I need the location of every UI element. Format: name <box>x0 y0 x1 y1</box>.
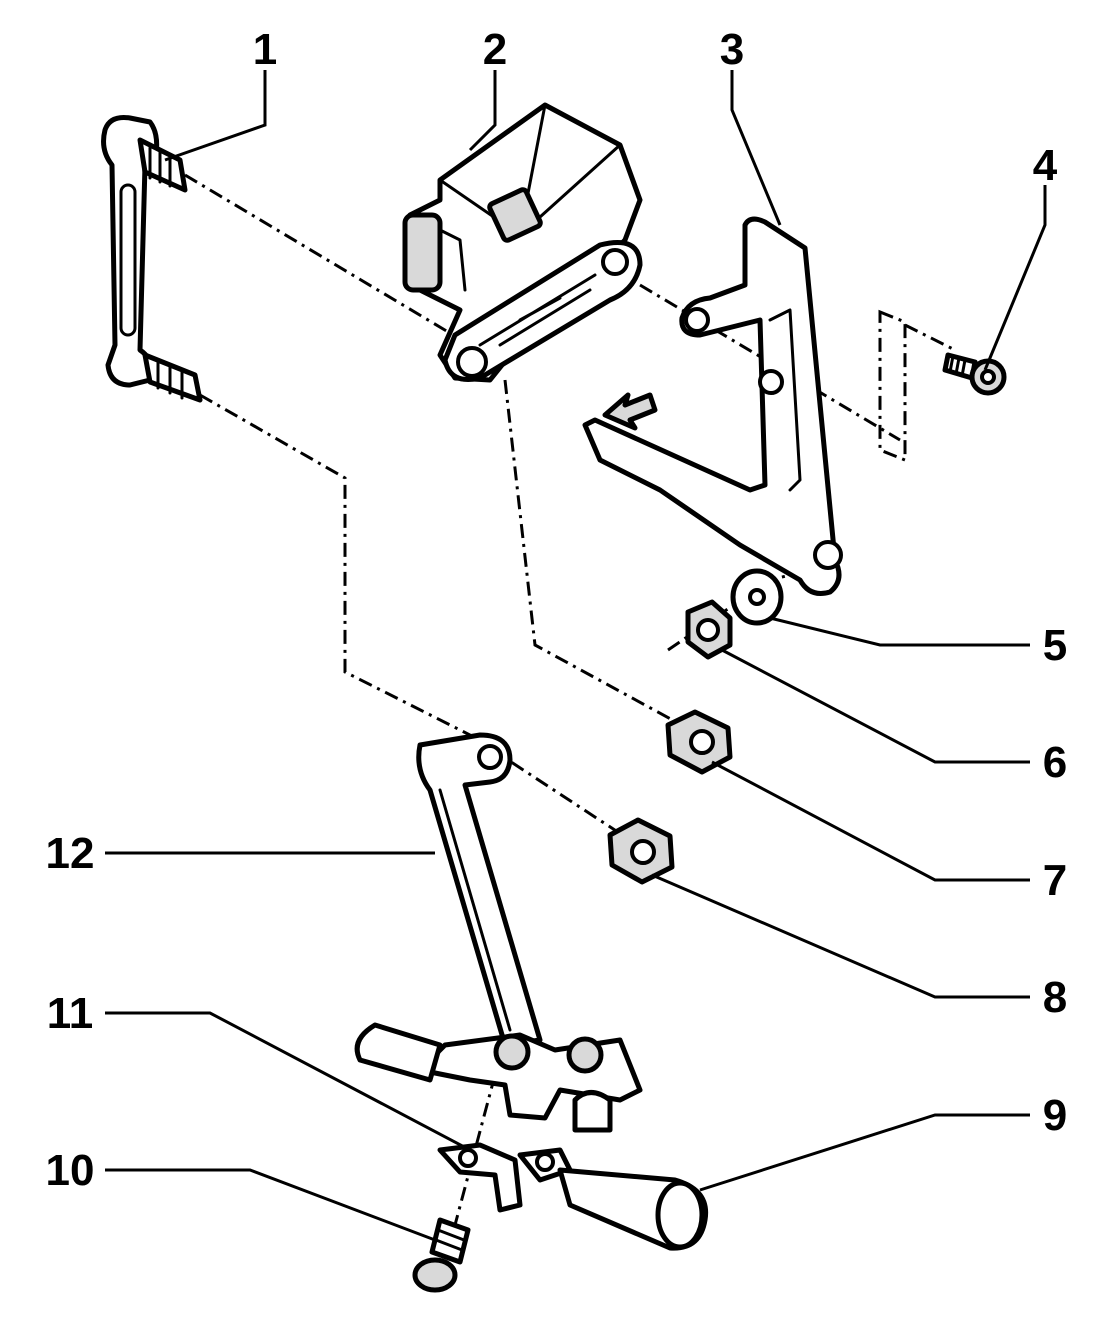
callout-9: 9 <box>1043 1091 1067 1140</box>
callout-12: 12 <box>46 829 95 878</box>
leader-3 <box>730 70 782 226</box>
callout-1: 1 <box>253 25 277 74</box>
leader-7 <box>711 760 1030 882</box>
callout-8: 8 <box>1043 973 1067 1022</box>
direction-arrow-icon <box>602 392 658 431</box>
leader-4 <box>983 185 1047 371</box>
leader-11 <box>105 1011 471 1152</box>
part-9-stabilizer-bar <box>354 1022 709 1251</box>
callout-4: 4 <box>1033 141 1058 190</box>
leader-10 <box>105 1168 436 1242</box>
part-8-nut <box>607 817 675 885</box>
part-12-lever <box>416 732 543 1048</box>
leader-9 <box>699 1113 1030 1192</box>
callout-labels: 1 2 3 4 5 6 7 8 9 10 11 12 <box>46 25 1068 1195</box>
part-3-bracket <box>582 216 843 596</box>
leader-lines <box>105 70 1047 1242</box>
part-10-screw <box>412 1217 471 1293</box>
callout-7: 7 <box>1043 856 1067 905</box>
leader-2 <box>468 70 497 152</box>
part-1-coupling-rod <box>101 115 203 403</box>
leader-8 <box>651 873 1030 999</box>
part-2-level-sender <box>402 102 643 383</box>
callout-2: 2 <box>483 25 507 74</box>
leader-1 <box>164 70 267 162</box>
part-7-nut <box>665 709 733 775</box>
callout-3: 3 <box>720 25 744 74</box>
callout-6: 6 <box>1043 738 1067 787</box>
part-4-screw <box>942 352 1007 396</box>
part-5-washer <box>730 568 784 626</box>
leader-5 <box>769 616 1030 647</box>
part-6-nut <box>685 599 733 660</box>
leader-6 <box>721 648 1030 764</box>
callout-10: 10 <box>46 1146 95 1195</box>
part-11-clamp-bracket <box>417 1032 643 1213</box>
callout-11: 11 <box>47 989 94 1038</box>
callout-5: 5 <box>1043 621 1067 670</box>
